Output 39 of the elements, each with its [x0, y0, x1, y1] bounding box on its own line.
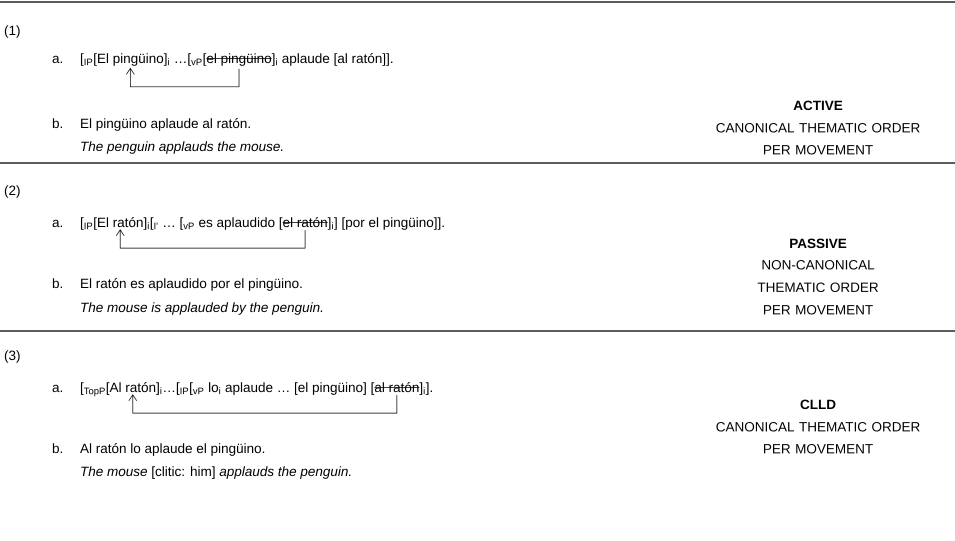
movement-arrow [126, 68, 240, 88]
sentence-fragment: ]$_{i}$[$_{I'}$ … [$_{vP}$ es aplaudido [ [144, 217, 282, 230]
construction-note: CANONICAL THEMATIC ORDER [716, 422, 920, 432]
sentence-fragment: ]$_{i}$]. [419, 382, 432, 395]
translation: The penguin applauds the mouse. [81, 141, 282, 154]
sentence: El ratón es aplaudido por el pingüino. [81, 278, 302, 291]
item-letter: b. [52, 278, 62, 288]
example-number: (3) [4, 350, 20, 363]
sentence-fragment: ]$_{i}$ aplaude [al ratón]]. [272, 53, 392, 66]
construction-heading: PASSIVE [790, 238, 846, 248]
construction-note: PER MOVEMENT [764, 444, 873, 454]
moved-phrase: El ratón [98, 217, 143, 228]
movement-arrow [128, 394, 398, 414]
construction-note: PER MOVEMENT [764, 145, 873, 155]
item-letter: a. [52, 384, 62, 392]
construction-heading: ACTIVE [794, 100, 842, 110]
construction-heading: CLLD [800, 400, 836, 410]
translation: The mouse [clitic: him] applauds the penguin. [81, 466, 350, 479]
movement-arrow [116, 229, 306, 248]
moved-phrase: El pingüino [98, 53, 164, 66]
example-number: (2) [4, 185, 20, 198]
sentence-fragment: ]$_{i}$] [por el pingüino]]. [328, 217, 444, 230]
item-letter: b. [52, 118, 62, 128]
sentence-fragment: ]$_{i}$…[$_{IP}$[$_{vP}$ lo$_{i}$ aplaude … [el pingüino] [ [156, 382, 374, 395]
item-letter: a. [52, 220, 62, 228]
construction-note: NON-CANONICAL THEMATIC ORDER [758, 260, 878, 292]
item-letter: b. [52, 443, 62, 454]
moved-phrase: Al ratón [110, 382, 156, 392]
sentence: Al ratón lo aplaude el pingüino. [80, 443, 264, 456]
sentence-fragment: [$_{IP}$[ [80, 217, 97, 230]
construction-note: CANONICAL THEMATIC ORDER [716, 123, 920, 133]
sentence-fragment: ]$_{i}$ …[$_{vP}$[ [164, 53, 206, 66]
item-letter: a. [52, 56, 62, 64]
sentence-fragment: [$_{TopP}$[ [80, 382, 110, 396]
sentence-fragment: [$_{IP}$[ [80, 53, 97, 66]
example-number: (1) [4, 25, 20, 38]
sentence: El pingüino aplaude al ratón. [81, 118, 250, 131]
translation: The mouse is applauded by the penguin. [81, 302, 322, 315]
construction-note: PER MOVEMENT [764, 305, 873, 315]
